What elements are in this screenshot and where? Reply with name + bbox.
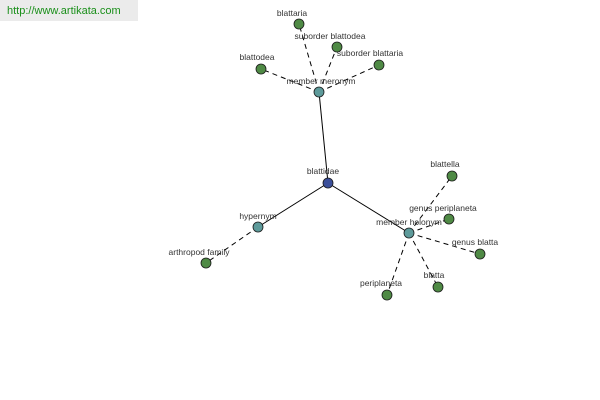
edges-layer [205, 23, 481, 296]
edge-member-meronym-to-blattodea [260, 68, 320, 93]
node-blattodea[interactable] [255, 63, 267, 75]
node-label-member-meronym[interactable]: member meronym [287, 76, 356, 86]
edge-member-holonym-to-genus-periplaneta [408, 218, 450, 234]
node-label-blattaria[interactable]: blattaria [277, 8, 308, 18]
node-label-arthropod-family[interactable]: arthropod family [169, 247, 231, 257]
edge-blattidae-to-hypernym [257, 182, 329, 228]
node-label-genus-periplaneta[interactable]: genus periplaneta [409, 203, 477, 213]
edge-blattidae-to-member-meronym [318, 91, 329, 184]
node-genus-periplaneta[interactable] [443, 213, 455, 225]
node-hypernym[interactable] [252, 221, 264, 233]
url-banner[interactable]: http://www.artikata.com [0, 0, 138, 21]
node-suborder-blattodea[interactable] [331, 41, 343, 53]
node-blattella[interactable] [446, 170, 458, 182]
edge-member-holonym-to-blatta [408, 232, 439, 288]
node-label-blattella[interactable]: blattella [430, 159, 460, 169]
url-link[interactable]: http://www.artikata.com [7, 5, 121, 17]
edge-hypernym-to-arthropod-family [205, 226, 259, 264]
edge-member-holonym-to-genus-blatta [408, 232, 481, 255]
node-periplaneta[interactable] [381, 289, 393, 301]
node-blatta[interactable] [432, 281, 444, 293]
node-blattaria[interactable] [293, 18, 305, 30]
edge-member-meronym-to-suborder-blattaria [318, 64, 380, 93]
node-label-suborder-blattaria[interactable]: suborder blattaria [337, 48, 403, 58]
node-label-blattodea[interactable]: blattodea [240, 52, 275, 62]
node-label-suborder-blattodea[interactable]: suborder blattodea [295, 31, 366, 41]
edge-blattidae-to-member-holonym [327, 182, 410, 234]
node-member-meronym[interactable] [313, 86, 325, 98]
node-genus-blatta[interactable] [474, 248, 486, 260]
edge-member-holonym-to-periplaneta [386, 232, 410, 296]
node-label-blatta[interactable]: blatta [424, 270, 445, 280]
node-arthropod-family[interactable] [200, 257, 212, 269]
node-label-genus-blatta[interactable]: genus blatta [452, 237, 499, 247]
node-label-blattidae[interactable]: blattidae [307, 166, 339, 176]
edge-member-meronym-to-blattaria [298, 23, 320, 93]
node-label-member-holonym[interactable]: member holonym [376, 217, 442, 227]
edge-member-holonym-to-blattella [408, 175, 453, 234]
node-suborder-blattaria[interactable] [373, 59, 385, 71]
edge-member-meronym-to-suborder-blattodea [318, 46, 338, 93]
node-label-hypernym[interactable]: hypernym [239, 211, 276, 221]
node-member-holonym[interactable] [403, 227, 415, 239]
nodes-layer [200, 18, 486, 301]
node-blattidae[interactable] [322, 177, 334, 189]
labels-layer: blattidae member meronym hypernym member ho… [169, 8, 499, 288]
node-label-periplaneta[interactable]: periplaneta [360, 278, 402, 288]
